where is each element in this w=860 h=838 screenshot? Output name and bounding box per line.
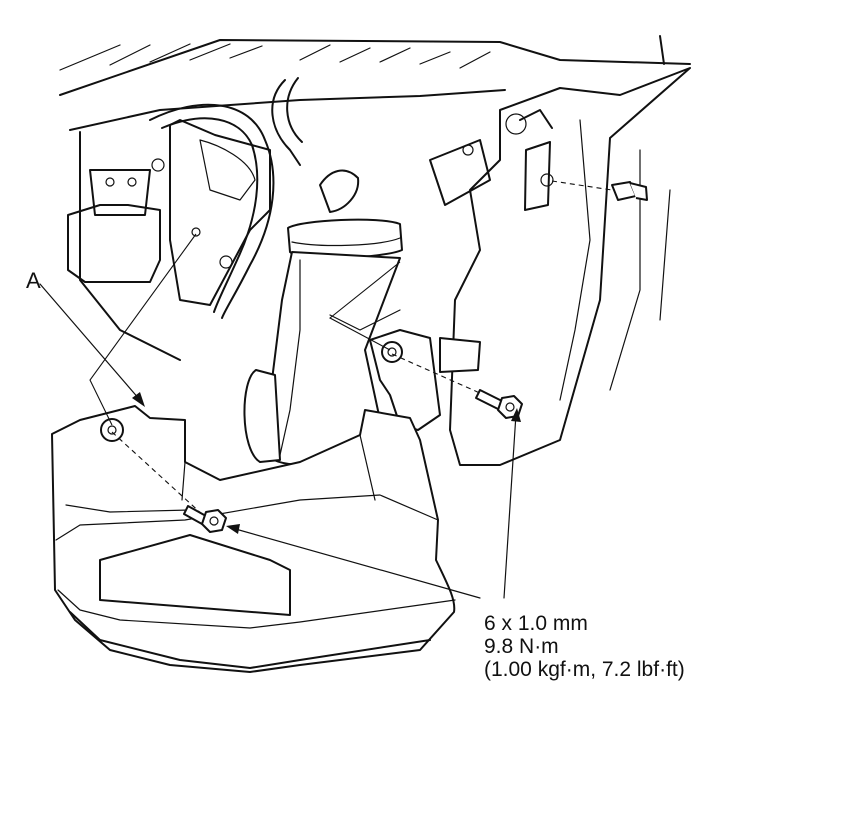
leader-lines: [39, 283, 521, 599]
torque-nm-text: 9.8 N·m: [484, 635, 559, 658]
left-bracket: [169, 119, 271, 306]
torque-alt-units-text: (1.00 kgf·m, 7.2 lbf·ft): [484, 658, 685, 681]
resonator-chamber: [51, 405, 456, 673]
bolt-lower: [183, 505, 227, 533]
torque-spec-text: 6 x 1.0 mm 9.8 N·m (1.00 kgf·m, 7.2 lbf·…: [484, 612, 685, 681]
duct-mount-bracket: [369, 329, 481, 431]
firewall-bracket: [67, 158, 165, 283]
wire-harness: [149, 77, 360, 319]
right-fender-bracket: [429, 67, 691, 466]
bolt-size-text: 6 x 1.0 mm: [484, 612, 588, 635]
clip: [551, 180, 648, 201]
installation-guide-lines: [89, 233, 483, 517]
cowl-panel: [59, 35, 691, 361]
callout-label-a: A: [26, 268, 41, 293]
